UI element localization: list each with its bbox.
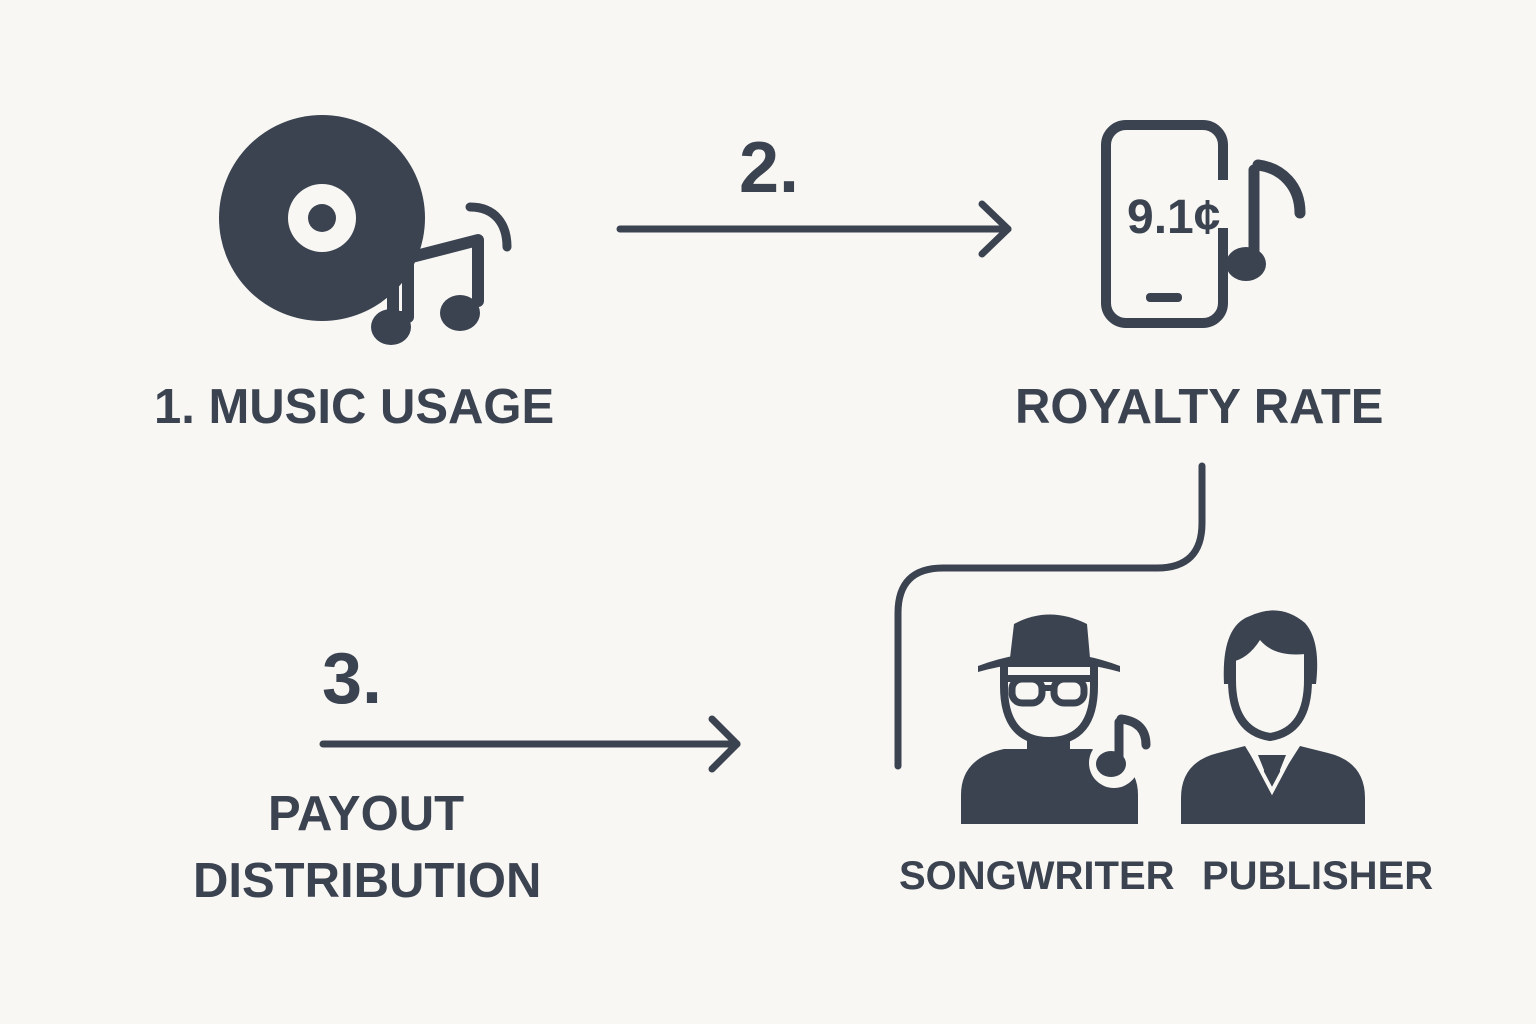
step2-number: 2. xyxy=(739,128,800,208)
arrow-step3 xyxy=(319,715,741,773)
publisher-label: PUBLISHER xyxy=(1202,854,1434,898)
step3-label-line2: DISTRIBUTION xyxy=(193,854,542,908)
step2-label: ROYALTY RATE xyxy=(1015,380,1384,434)
step3-number: 3. xyxy=(322,639,383,719)
rate-value: 9.1¢ xyxy=(1127,191,1221,244)
arrow-step1-to-step2 xyxy=(616,200,1012,258)
connector-line xyxy=(894,462,1206,770)
songwriter-icon xyxy=(961,614,1151,824)
publisher-icon xyxy=(1181,610,1365,824)
smartphone-music-note-icon xyxy=(1101,120,1306,328)
songwriter-label: SONGWRITER xyxy=(899,854,1175,898)
step3-label: PAYOUT DISTRIBUTION xyxy=(193,790,541,906)
step3-label-line1: PAYOUT xyxy=(268,787,465,841)
vinyl-record-music-note-icon xyxy=(219,115,512,345)
step1-label: 1. MUSIC USAGE xyxy=(154,380,555,434)
